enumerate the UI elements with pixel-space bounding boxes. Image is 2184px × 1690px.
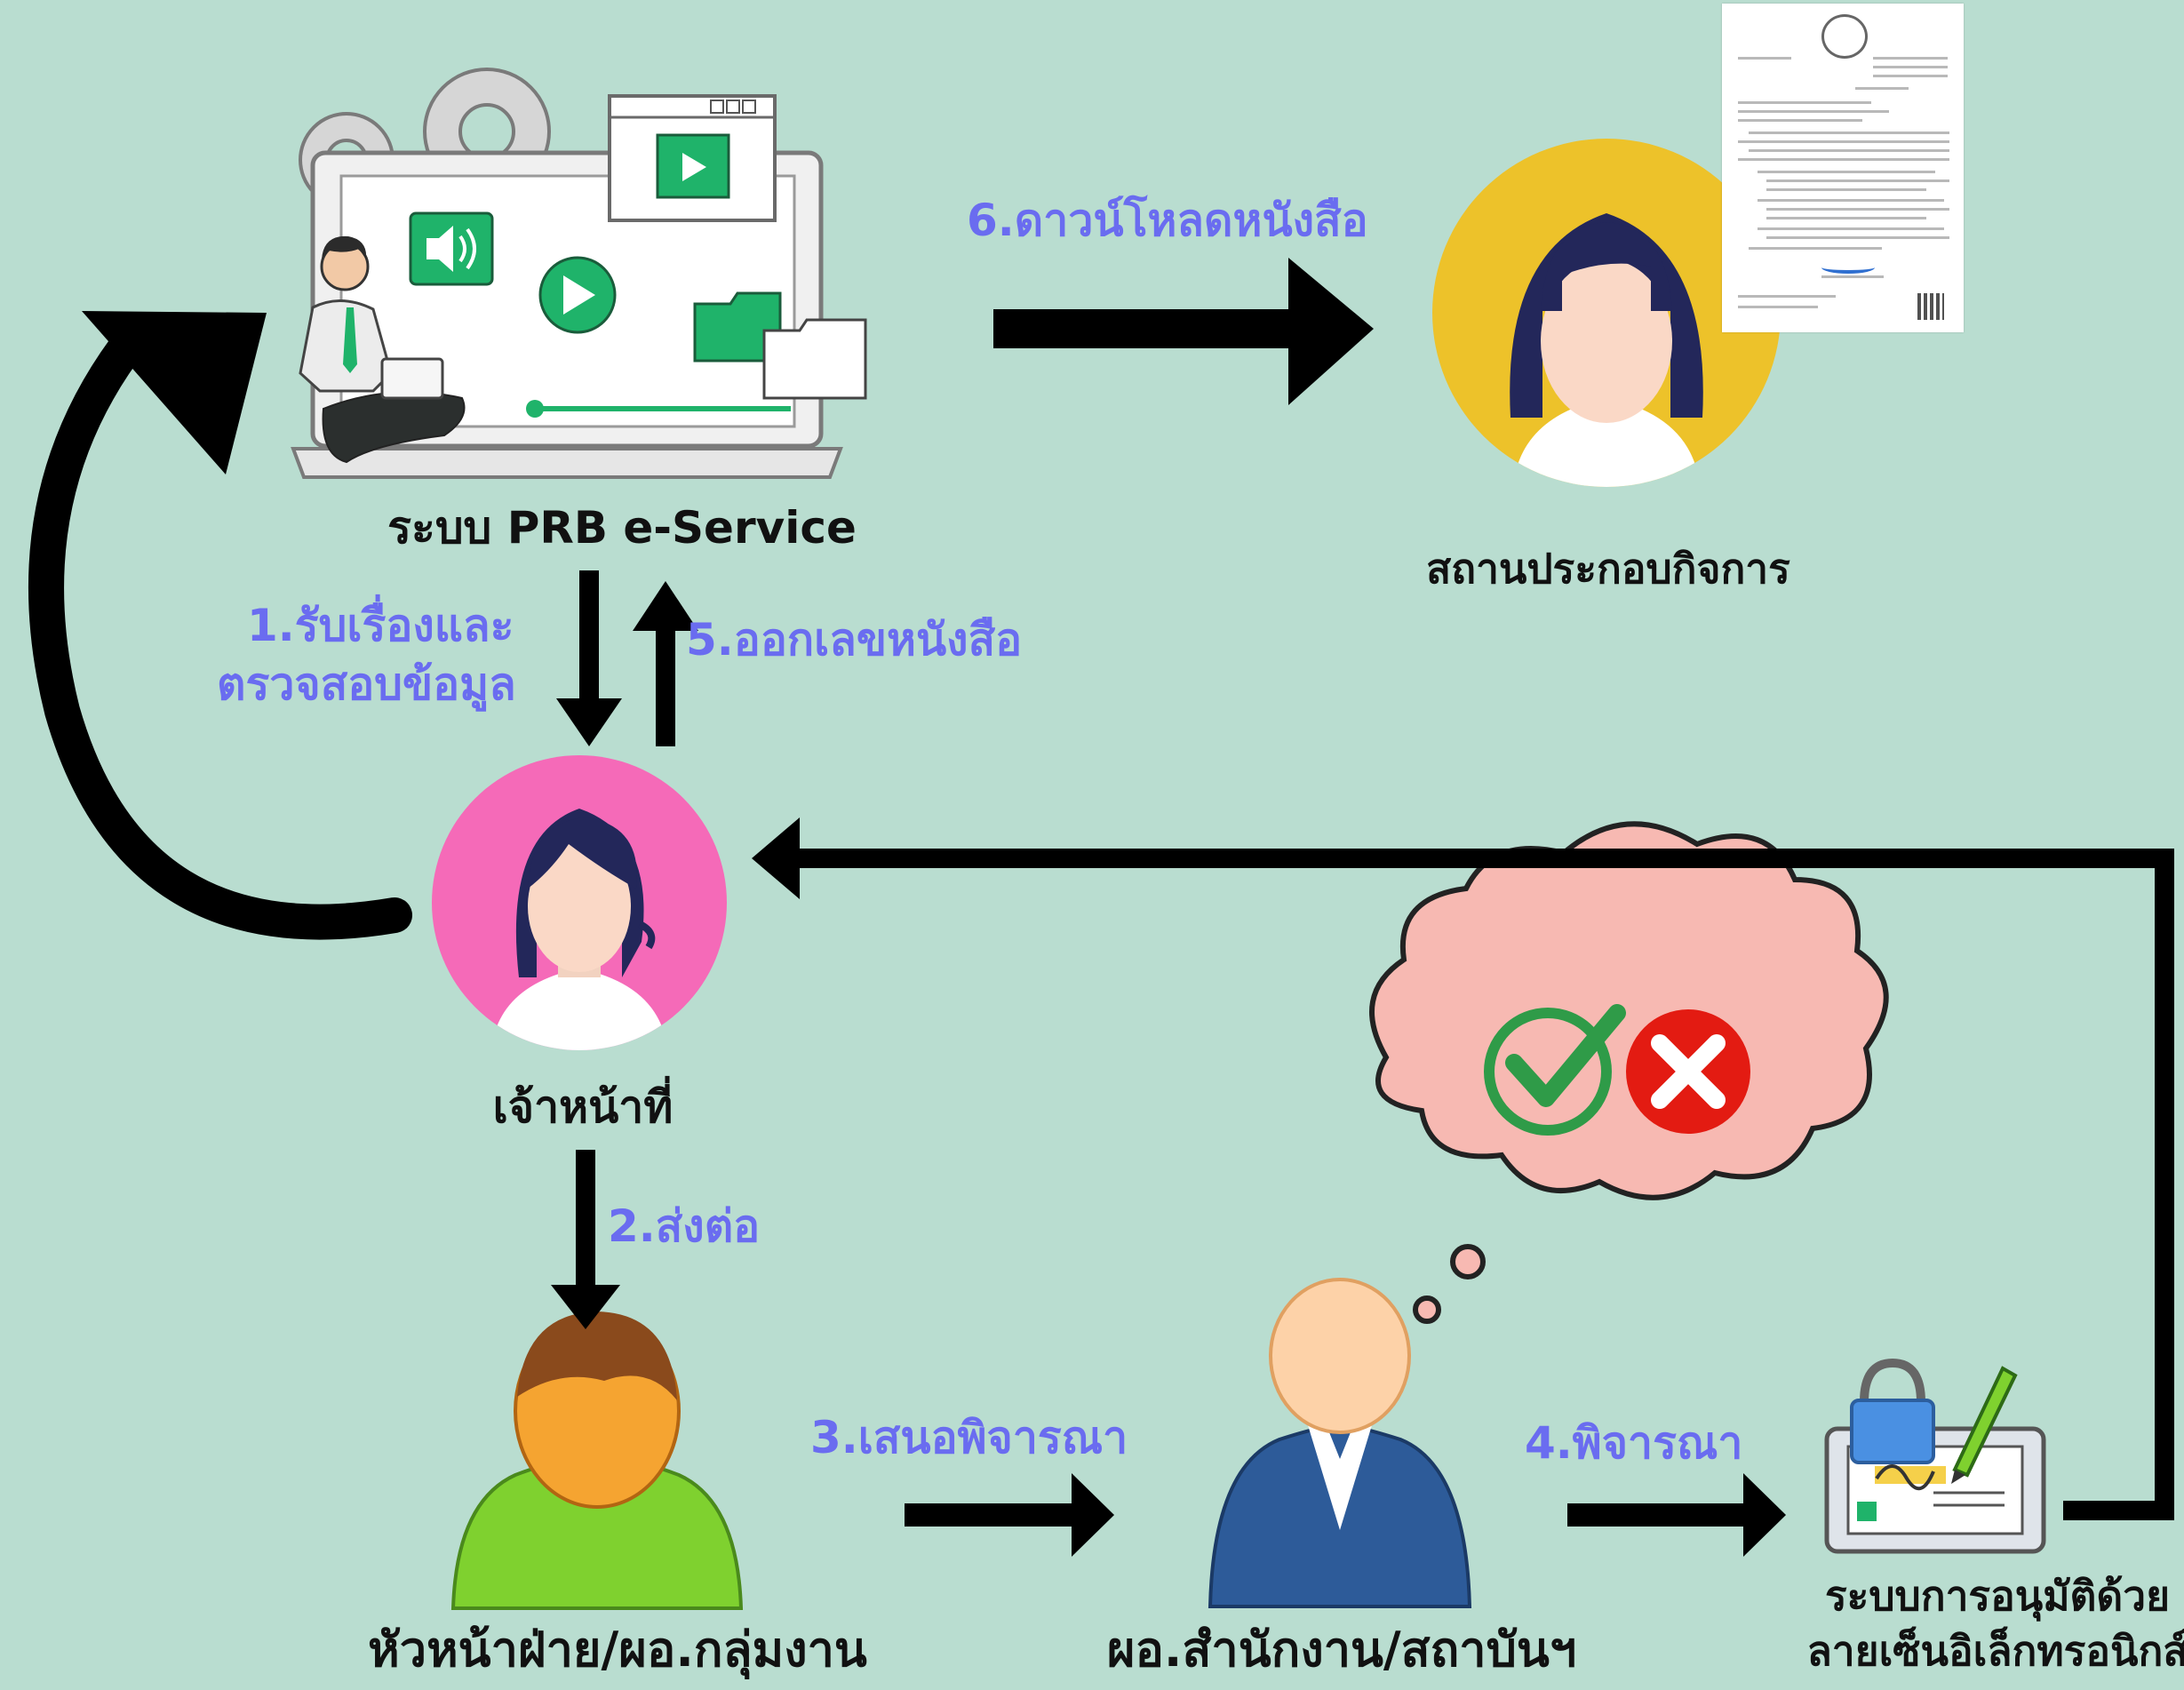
arrow-return <box>752 817 2174 1520</box>
business-avatar <box>1432 139 1781 487</box>
section-head-label: หัวหน้าฝ่าย/ผอ.กลุ่มงาน <box>368 1622 867 1678</box>
step2-label: 2.ส่งต่อ <box>608 1200 761 1252</box>
arrow-step5 <box>633 581 698 746</box>
step1-label-line2: ตรวจสอบข้อมูล <box>217 658 516 710</box>
eservice-label: ระบบ PRB e-Service <box>387 502 857 554</box>
garuda-emblem-icon <box>1821 14 1868 59</box>
officer-label: เจ้าหน้าที่ <box>492 1081 674 1133</box>
signature-icon <box>1821 261 1875 274</box>
step6-label: 6.ดาวน์โหลดหนังสือ <box>967 195 1368 246</box>
eservice-illustration <box>291 68 867 479</box>
thought-cloud <box>1369 821 1889 1324</box>
officer-avatar <box>432 755 727 1050</box>
man-with-laptop-icon <box>299 235 466 464</box>
arrow-step2 <box>551 1150 620 1329</box>
arrow-step3 <box>905 1473 1114 1557</box>
director-label: ผอ.สำนักงาน/สถาบันฯ <box>1106 1622 1577 1678</box>
step3-label: 3.เสนอพิจารณา <box>810 1412 1128 1463</box>
reject-x-icon <box>1626 1009 1750 1134</box>
esign-label-line2: ลายเซ็นอิเล็กทรอนิกส์ <box>1806 1627 2184 1675</box>
arrow-step1 <box>556 570 622 746</box>
business-label: สถานประกอบกิจการ <box>1426 545 1790 593</box>
qr-code-icon <box>1917 293 1944 320</box>
play-icon <box>538 256 617 334</box>
speaker-icon <box>409 211 494 286</box>
padlock-icon <box>1850 1358 1935 1464</box>
director-avatar <box>1208 1278 1472 1608</box>
esignature-icon <box>1824 1358 2046 1554</box>
step5-label: 5.ออกเลขหนังสือ <box>686 614 1023 666</box>
arrows <box>28 258 2174 1557</box>
approve-check-icon <box>1484 1004 1626 1136</box>
section-head-avatar <box>450 1311 744 1610</box>
pen-icon <box>1951 1366 2018 1484</box>
esign-label-line1: ระบบการอนุมัติด้วย <box>1824 1572 2171 1620</box>
step4-label: 4.พิจารณา <box>1525 1417 1743 1469</box>
arrow-step4 <box>1567 1473 1786 1557</box>
step1-label-line1: 1.รับเรื่องและ <box>247 600 514 651</box>
folder-icon <box>693 291 867 400</box>
progress-bar <box>526 400 791 418</box>
arrow-loop <box>28 311 412 940</box>
arrow-step6 <box>993 258 1374 405</box>
video-window-icon <box>608 94 777 222</box>
official-letter-thumbnail <box>1722 4 1964 332</box>
